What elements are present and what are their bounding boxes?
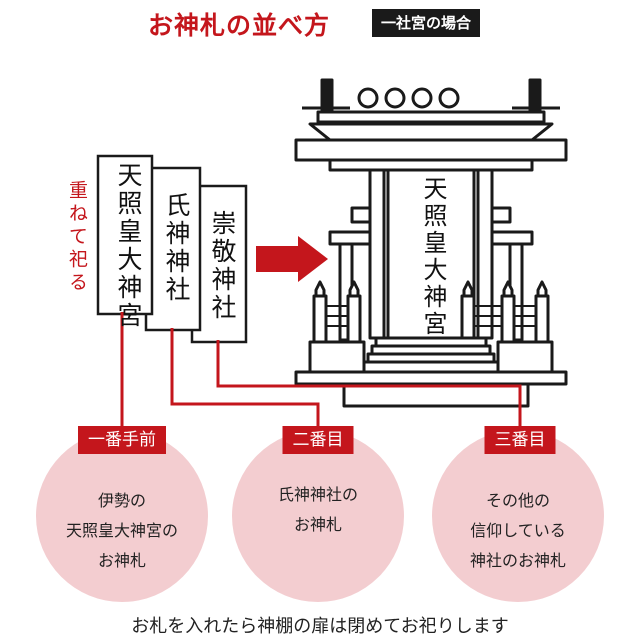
stack-label: 重ねて祀る	[66, 180, 88, 295]
order-first-line: お神札	[97, 551, 146, 570]
ofuda-stack	[96, 154, 248, 344]
order-second-line: お神札	[293, 515, 342, 534]
ofuda-second	[144, 166, 202, 332]
ofuda-second-label: 氏神神社	[162, 192, 191, 304]
order-first-line: 天照皇大神宮の	[65, 521, 178, 540]
order-circle-first: 伊勢の 天照皇大神宮の お神札	[36, 430, 208, 602]
ofuda-first	[96, 154, 154, 316]
footer-note: お札を入れたら神棚の扉は閉めてお祀りします	[131, 616, 509, 637]
order-second-line: 氏神神社の	[277, 485, 358, 504]
ofuda-third-label: 崇敬神社	[208, 210, 237, 322]
order-badge-second: 二番目	[282, 426, 354, 454]
order-first-line: 伊勢の	[97, 491, 146, 510]
order-third-line: 神社のお神札	[469, 551, 566, 570]
connector-lines	[120, 312, 522, 428]
order-badge-third: 三番目	[484, 426, 556, 454]
page-title: お神札の並べ方	[148, 11, 331, 40]
order-third-line: その他の	[485, 491, 550, 510]
order-circle-second: 氏神神社の お神札	[232, 430, 404, 602]
order-third-line: 信仰している	[470, 521, 566, 540]
order-badge-first: 一番手前	[78, 426, 166, 454]
shrine-drawing	[294, 78, 568, 408]
ofuda-first-label: 天照皇大神宮	[114, 162, 143, 330]
arrow-right-icon	[256, 236, 328, 282]
order-circle-third: その他の 信仰している 神社のお神札	[432, 430, 604, 602]
page-subtitle: 一社宮の場合	[372, 9, 481, 37]
shrine-ofuda-label: 天照皇大神宮	[419, 176, 447, 338]
